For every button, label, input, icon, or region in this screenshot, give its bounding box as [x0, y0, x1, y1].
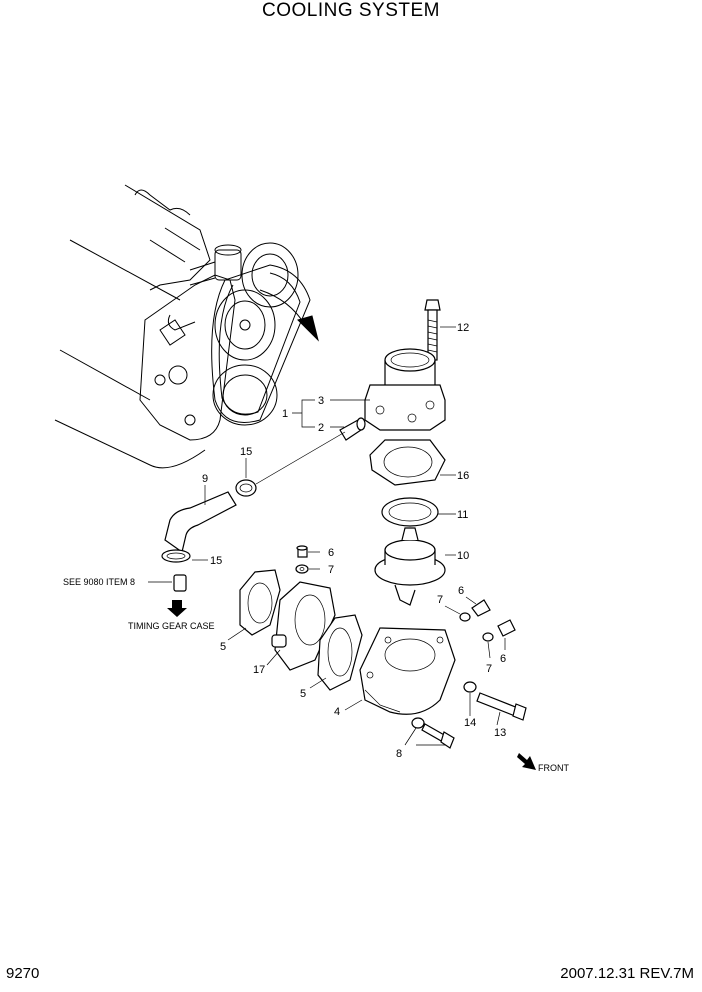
- see-reference-note: SEE 9080 ITEM 8: [63, 577, 135, 587]
- part-15-hose-clamp-lower: [161, 549, 208, 563]
- part-10-thermostat: [374, 527, 456, 606]
- callout-5-middle: 5: [300, 688, 306, 700]
- callout-6-right-upper: 6: [458, 585, 464, 597]
- part-7-washer-right-upper: [444, 605, 471, 622]
- page-number: 9270: [6, 965, 40, 982]
- timing-gear-case-fitting: [148, 574, 187, 617]
- part-14-washer: [463, 681, 477, 716]
- callout-2: 2: [318, 422, 324, 434]
- callout-17: 17: [253, 664, 265, 676]
- callout-11: 11: [457, 509, 468, 521]
- part-7-washer-right-lower: [482, 632, 494, 659]
- part-4-water-outlet: [344, 627, 456, 715]
- part-13-bolt: [476, 692, 527, 726]
- front-label: FRONT: [538, 763, 569, 773]
- revision-date: 2007.12.31 REV.7M: [560, 965, 694, 982]
- callout-8: 8: [396, 748, 402, 760]
- part-12-bolt: [424, 299, 456, 361]
- part-11-seal-ring: [381, 497, 456, 527]
- part-7-washer-upper: [295, 564, 320, 574]
- callout-4: 4: [334, 706, 340, 718]
- callout-1: 1: [282, 408, 288, 420]
- callout-12: 12: [457, 322, 469, 334]
- part-6-plug-upper: [296, 545, 320, 558]
- callout-14: 14: [464, 717, 476, 729]
- callout-13: 13: [494, 727, 506, 739]
- callout-6-right-lower: 6: [500, 653, 506, 665]
- engine-block-illustration: [54, 184, 319, 469]
- part-6-bolt-right-lower: [497, 619, 516, 650]
- front-arrow-icon: [517, 753, 536, 770]
- page-title: COOLING SYSTEM: [261, 0, 441, 21]
- callout-5-left: 5: [220, 641, 226, 653]
- callout-7-right-lower: 7: [486, 663, 492, 675]
- part-2-nipple: [339, 417, 366, 441]
- part-3-thermostat-housing: [364, 348, 446, 431]
- part-8-bolt-and-washer: [404, 717, 455, 749]
- callout-9: 9: [202, 473, 208, 485]
- callout-7-upper: 7: [328, 564, 334, 576]
- part-6-bolt-right-upper: [465, 596, 491, 617]
- timing-gear-case-label: TIMING GEAR CASE: [128, 621, 215, 631]
- callout-15-upper: 15: [240, 446, 252, 458]
- callout-16: 16: [457, 470, 469, 482]
- part-16-gasket: [369, 439, 456, 486]
- callout-bracket-1-2-3: [292, 399, 370, 428]
- part-5-gasket-left: [227, 569, 281, 641]
- callout-10: 10: [457, 550, 469, 562]
- callout-7-right-upper: 7: [437, 594, 443, 606]
- callout-3: 3: [318, 395, 324, 407]
- part-15-hose-clamp-upper: [235, 431, 346, 497]
- callout-6-upper: 6: [328, 547, 334, 559]
- part-5-gasket-middle: [309, 614, 363, 691]
- callout-15-lower: 15: [210, 555, 222, 567]
- part-9-hose: [164, 485, 237, 554]
